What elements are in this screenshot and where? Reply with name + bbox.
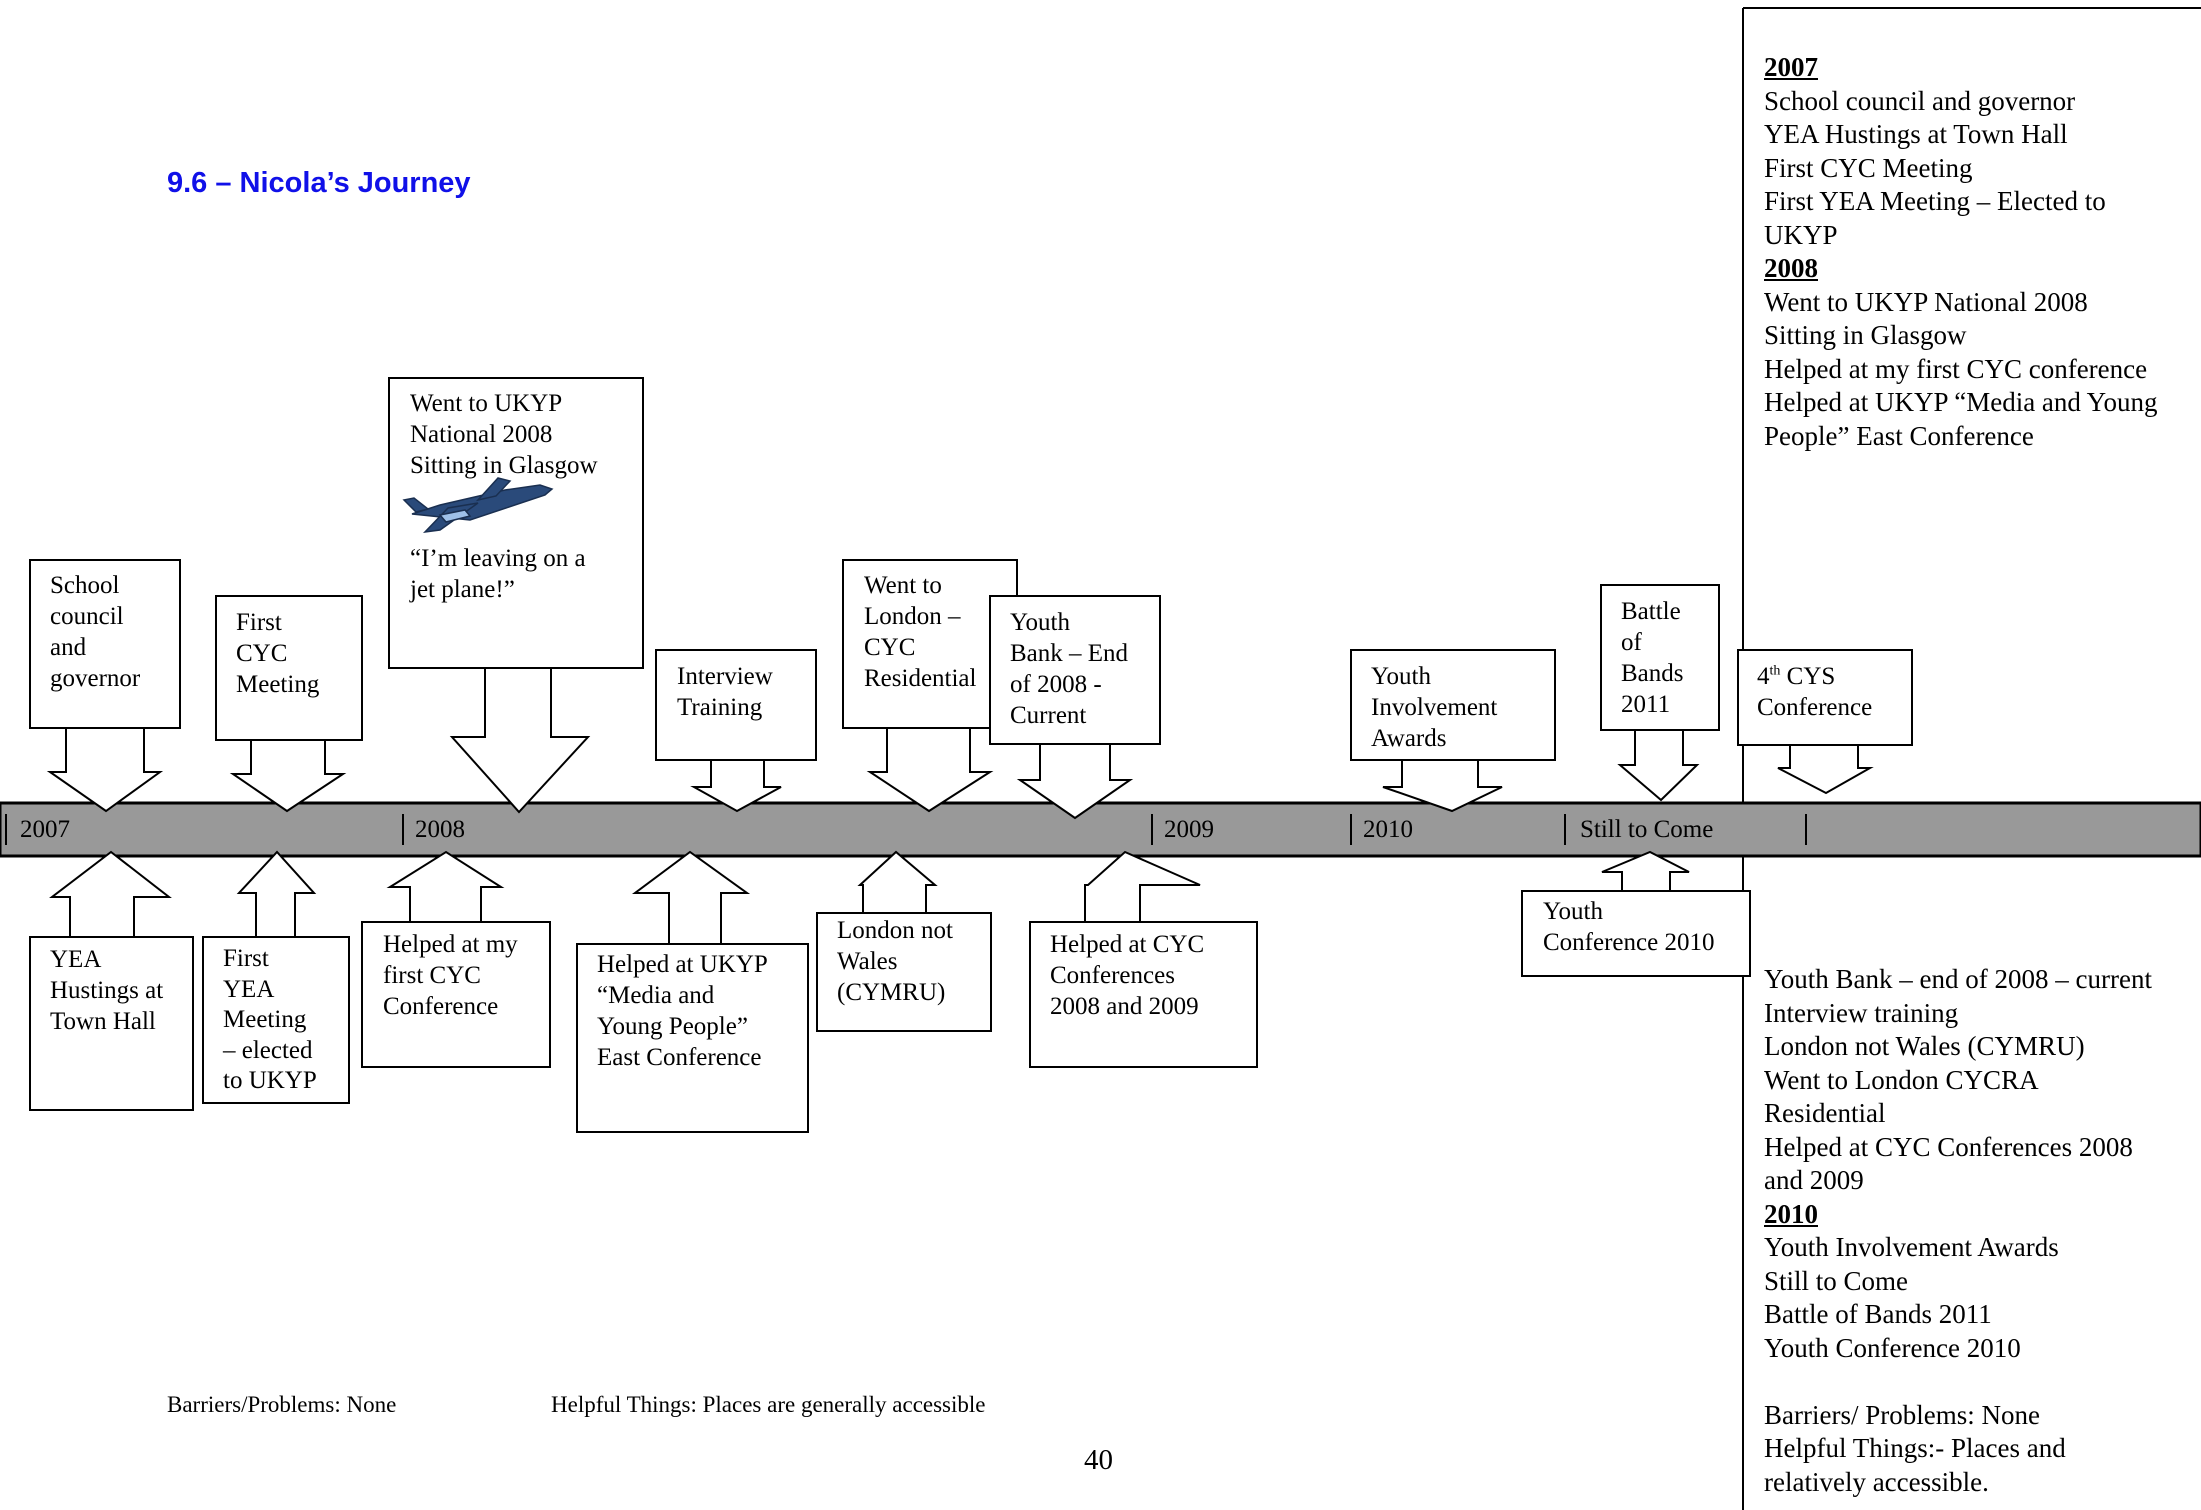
arrow-youth-involvement <box>1382 761 1503 813</box>
year-label-2008: 2008 <box>415 816 465 843</box>
box-london-cyc <box>842 559 1018 729</box>
year-label-2007: 2007 <box>20 816 70 843</box>
side-item: First YEA Meeting – Elected to <box>1764 186 2106 216</box>
side-year-2007: 2007 <box>1764 52 1818 82</box>
side-item: People” East Conference <box>1764 420 2034 451</box>
box-cyc-conferences <box>1029 921 1258 1068</box>
side-item: Still to Come <box>1764 1265 1909 1296</box>
box-yea-hustings <box>29 936 194 1111</box>
box-school <box>29 559 181 729</box>
side-item: Residential <box>1764 1098 1886 1128</box>
box-london-not-wales <box>816 912 992 1032</box>
footer-barriers: Barriers/Problems: None <box>167 1392 397 1417</box>
arrow-school <box>46 729 164 813</box>
arrow-first-yea <box>236 850 317 937</box>
side-item: Helped at UKYP “Media and Young <box>1764 387 2158 417</box>
side-item: Went to UKYP National 2008 <box>1764 286 2088 317</box>
side-item: School council and governor <box>1764 85 2076 116</box>
side-item: Youth Bank – end of 2008 – current <box>1764 964 2152 994</box>
side-barriers: Barriers/ Problems: None <box>1764 1399 2040 1430</box>
arrow-helped-first-cyc <box>386 850 505 922</box>
airplane-icon <box>402 477 554 534</box>
timeline-bar <box>0 801 2201 858</box>
side-item: Helped at CYC Conferences 2008 <box>1764 1131 2133 1162</box>
arrow-cyc-conferences <box>1084 850 1201 922</box>
box-youth-conference <box>1521 890 1751 977</box>
page-title: 9.6 – Nicola’s Journey <box>167 167 471 199</box>
arrow-youth-conference <box>1601 850 1690 891</box>
box-helped-first-cyc <box>361 921 551 1068</box>
side-year-2008: 2008 <box>1764 253 1818 283</box>
arrow-ukyp-national <box>449 669 591 814</box>
side-item: UKYP <box>1764 219 1838 250</box>
box-ukyp-national <box>388 377 644 669</box>
side-item: YEA Hustings at Town Hall <box>1764 119 2068 149</box>
arrow-yea-hustings <box>49 850 172 937</box>
year-label-2010: 2010 <box>1363 816 1413 843</box>
arrow-first-cyc <box>229 741 347 813</box>
side-item: Went to London CYCRA <box>1764 1064 2039 1095</box>
timeline-tick-marks <box>5 814 1807 845</box>
side-panel-summary-bottom: Youth Bank – end of 2008 – current Inter… <box>1764 963 2198 1499</box>
side-item: and 2009 <box>1764 1165 1864 1195</box>
side-year-2010: 2010 <box>1764 1198 1818 1229</box>
side-item: First CYC Meeting <box>1764 152 1973 183</box>
box-media <box>576 943 809 1133</box>
page-number: 40 <box>1084 1444 1113 1476</box>
side-item: Youth Conference 2010 <box>1764 1332 2021 1363</box>
box-cys <box>1737 649 1913 746</box>
side-item: Sitting in Glasgow <box>1764 320 1967 350</box>
arrow-cys <box>1777 746 1874 795</box>
arrow-interview <box>690 761 782 813</box>
side-helpful-things-cont: relatively accessible. <box>1764 1466 1989 1497</box>
footer-helpful-things: Helpful Things: Places are generally acc… <box>551 1392 986 1417</box>
side-item: Youth Involvement Awards <box>1764 1232 2059 1262</box>
arrow-youth-bank <box>1016 745 1134 820</box>
side-helpful-things: Helpful Things:- Places and <box>1764 1433 2066 1463</box>
year-label-still-to-come: Still to Come <box>1580 816 1714 843</box>
arrow-media <box>631 850 751 944</box>
arrow-london-not-wales <box>857 850 938 913</box>
side-item: London not Wales (CYMRU) <box>1764 1031 2085 1061</box>
side-item: Helped at my first CYC conference <box>1764 353 2148 384</box>
box-youth-involvement <box>1350 649 1556 761</box>
box-battle <box>1600 584 1720 731</box>
arrow-london-cyc <box>866 729 994 813</box>
side-item: Interview training <box>1764 997 1959 1028</box>
side-panel-summary-top: 2007 School council and governor YEA Hus… <box>1764 51 2194 453</box>
box-interview <box>655 649 817 761</box>
year-label-2009: 2009 <box>1164 816 1214 843</box>
box-first-yea <box>202 936 350 1104</box>
side-item: Battle of Bands 2011 <box>1764 1299 1992 1329</box>
arrow-battle <box>1617 731 1700 802</box>
box-first-cyc <box>215 595 363 741</box>
